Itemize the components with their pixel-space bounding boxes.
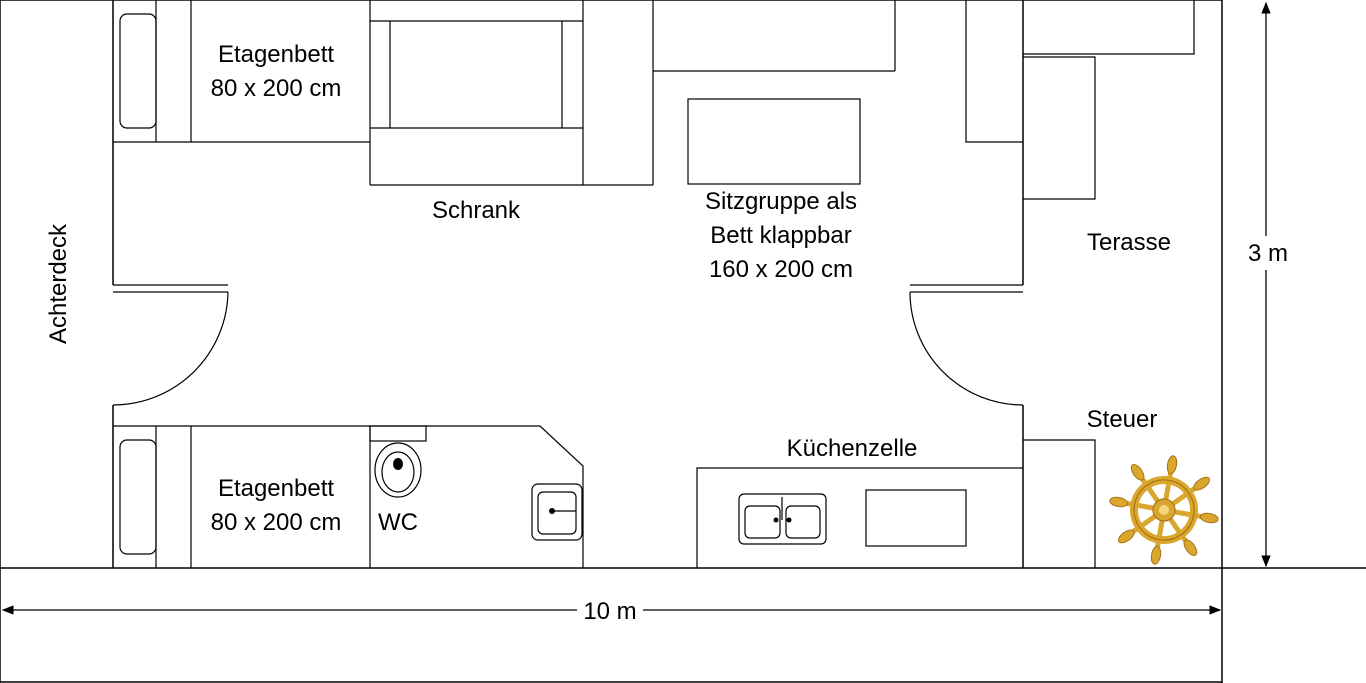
wardrobe-label: Schrank: [432, 197, 521, 224]
width-label-bg: [1240, 236, 1296, 270]
bunk-top-size-label: 80 x 200 cm: [211, 75, 342, 102]
bunk-bed-top: [113, 0, 371, 185]
seating-label-line2: Bett klappbar: [710, 222, 851, 249]
bunk-bottom-label: Etagenbett: [218, 475, 334, 502]
seating-label-line1: Sitzgruppe als: [705, 188, 857, 215]
bunk-bed-bottom: [113, 425, 371, 568]
left-door: [112, 284, 229, 406]
kitchen-label: Küchenzelle: [787, 435, 918, 462]
bunk-bottom-size-label: 80 x 200 cm: [211, 509, 342, 536]
kitchen-unit: [696, 467, 1023, 568]
seating-table: [687, 98, 861, 185]
wardrobe: [370, 0, 654, 186]
top-counter: [653, 0, 896, 72]
toilet-icon: [369, 425, 427, 498]
width-dimension-label: 3 m: [1248, 240, 1288, 267]
length-label-bg: [577, 594, 643, 626]
length-dimension-label: 10 m: [583, 598, 636, 625]
rear-deck-label: Achterdeck: [45, 223, 72, 344]
top-right-cabinets: [965, 0, 1195, 200]
ship-wheel-icon: [1109, 455, 1219, 565]
helm-label: Steuer: [1087, 406, 1158, 433]
toilet-label: WC: [378, 509, 418, 536]
terrace-label: Terasse: [1087, 229, 1171, 256]
helm-cabinet: [1023, 439, 1096, 568]
double-sink-icon: [738, 493, 827, 545]
sink-icon: [531, 483, 583, 541]
right-door: [909, 284, 1024, 406]
bunk-top-label: Etagenbett: [218, 41, 334, 68]
seating-label-line3: 160 x 200 cm: [709, 256, 853, 283]
bathroom: [370, 425, 584, 568]
